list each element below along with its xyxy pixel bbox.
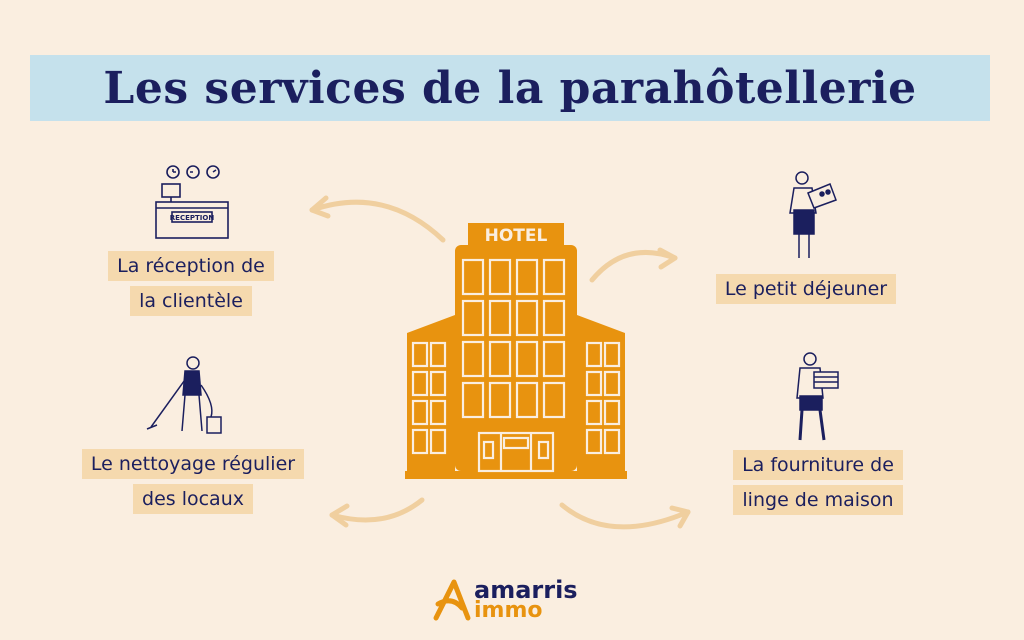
reception-sign: RECEPTION	[170, 214, 215, 222]
arrow-to-cleaning	[329, 497, 425, 523]
logo-sub: immo	[474, 598, 543, 623]
service-reception: La réception de la clientèle	[80, 249, 302, 319]
hotel-building-icon: HOTEL	[405, 223, 627, 479]
service-linen: La fourniture de linge de maison	[702, 448, 934, 518]
hotel-sign: HOTEL	[485, 226, 548, 246]
amarris-immo-logo: amarris immo	[432, 576, 602, 626]
linen-carrier-icon	[796, 352, 839, 441]
label-line: La réception de	[108, 251, 274, 281]
service-cleaning: Le nettoyage régulier des locaux	[45, 447, 341, 517]
label-line: Le petit déjeuner	[715, 274, 897, 304]
waiter-tray-icon	[789, 171, 837, 258]
label-line: linge de maison	[733, 485, 903, 515]
page-title: Les services de la parahôtellerie	[103, 62, 917, 114]
label-line: Le nettoyage régulier	[81, 449, 305, 479]
label-line: la clientèle	[130, 286, 252, 316]
service-breakfast: Le petit déjeuner	[686, 272, 926, 307]
label-line: La fourniture de	[733, 450, 903, 480]
title-banner: Les services de la parahôtellerie	[30, 55, 990, 121]
label-line: des locaux	[133, 484, 253, 514]
reception-desk-icon: RECEPTION	[155, 165, 229, 239]
logo-a-icon	[433, 579, 471, 621]
logo-brand: amarris	[474, 576, 578, 604]
arrow-to-linen	[559, 502, 691, 530]
arrow-to-reception	[309, 199, 446, 243]
cleaner-vacuum-icon	[146, 356, 222, 434]
